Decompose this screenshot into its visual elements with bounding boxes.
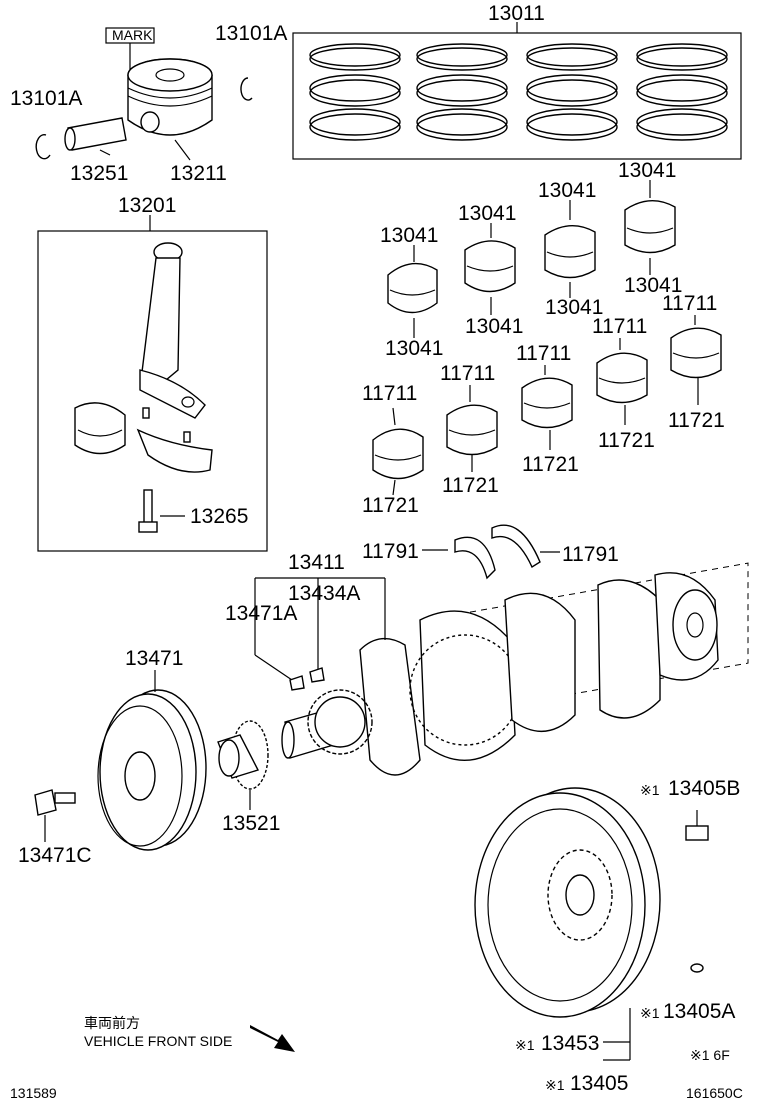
label-11791-right: 11791 xyxy=(562,543,619,566)
label-13521: 13521 xyxy=(222,812,280,835)
label-13434a: 13434A xyxy=(288,582,360,605)
label-11711-2: 11711 xyxy=(440,362,495,385)
crankshaft: 13411 13434A 13471A xyxy=(225,551,749,776)
ring-stack-3 xyxy=(526,43,618,141)
ref-note: ※1 6F xyxy=(690,1047,730,1063)
label-11791-left: 11791 xyxy=(362,540,419,563)
ref-mark-13453: ※1 xyxy=(515,1037,535,1053)
label-13405a: 13405A xyxy=(663,1000,735,1023)
label-13041-7: 13041 xyxy=(618,159,676,182)
label-mark: MARK xyxy=(112,27,153,43)
front-label-jp: 車両前方 xyxy=(84,1015,140,1031)
label-13265: 13265 xyxy=(190,505,248,528)
label-13201: 13201 xyxy=(118,194,176,217)
ref-mark-13405a: ※1 xyxy=(640,1005,660,1021)
label-11721-3: 11721 xyxy=(522,453,579,476)
piston-ring-set: 13011 xyxy=(292,2,742,160)
flywheel-dowel xyxy=(690,963,704,973)
label-13101a-right: 13101A xyxy=(215,22,287,45)
label-13405: 13405 xyxy=(570,1072,628,1095)
rod-bolt xyxy=(143,489,153,526)
ring-stack-4 xyxy=(636,43,728,141)
label-11711-1: 11711 xyxy=(362,382,417,405)
front-arrow-icon xyxy=(250,1025,295,1052)
label-13471: 13471 xyxy=(125,647,183,670)
label-13041-6: 13041 xyxy=(545,296,603,319)
ring-stack-1 xyxy=(309,43,401,141)
label-13471c: 13471C xyxy=(18,844,92,867)
crank-pulley: 13471 13471C xyxy=(18,647,207,867)
label-11721-1: 11721 xyxy=(362,494,419,517)
label-13411: 13411 xyxy=(288,551,345,574)
thrust-washers: 11791 11791 xyxy=(362,524,619,580)
code-left: 131589 xyxy=(10,1085,57,1101)
label-11721-2: 11721 xyxy=(442,474,499,497)
label-13041-5: 13041 xyxy=(538,179,596,202)
ref-mark-13405b: ※1 xyxy=(640,782,660,798)
label-13041-3: 13041 xyxy=(458,202,516,225)
key-13434a xyxy=(309,667,325,683)
label-13041-8: 13041 xyxy=(624,274,682,297)
piston-assembly: MARK 13101A 13101A 13251 13211 xyxy=(10,22,287,185)
label-13041-2: 13041 xyxy=(385,337,443,360)
main-bearing-group: 11711 11721 11711 11721 11711 11721 1171… xyxy=(362,292,725,517)
label-11721-5: 11721 xyxy=(668,409,725,432)
footer: 車両前方 VEHICLE FRONT SIDE ※1 6F 131589 161… xyxy=(10,1015,743,1101)
label-13453: 13453 xyxy=(541,1032,599,1055)
label-13041-1: 13041 xyxy=(380,224,438,247)
flywheel: ※1 13405B ※1 13405A ※1 13453 ※1 13405 xyxy=(474,777,740,1095)
snap-ring-left xyxy=(35,134,51,160)
snap-ring-right xyxy=(240,77,253,101)
code-right: 161650C xyxy=(686,1085,743,1101)
front-label-en: VEHICLE FRONT SIDE xyxy=(84,1033,232,1049)
label-13471a: 13471A xyxy=(225,602,297,625)
crank-sprocket: 13521 xyxy=(217,720,280,835)
pulley-bolt xyxy=(34,789,57,816)
label-13251: 13251 xyxy=(70,162,128,185)
label-11711-5: 11711 xyxy=(662,292,717,315)
piston-pin xyxy=(67,117,127,151)
label-11721-4: 11721 xyxy=(598,429,655,452)
label-13405b: 13405B xyxy=(668,777,740,800)
connecting-rod-assembly: 13201 13265 xyxy=(37,194,268,552)
label-13011: 13011 xyxy=(488,2,545,25)
key-13471a xyxy=(289,675,305,691)
ref-mark-13405: ※1 xyxy=(545,1077,565,1093)
bearing-13041-group: 13041 13041 13041 13041 13041 13041 1304… xyxy=(380,159,682,360)
label-13101a-left: 13101A xyxy=(10,87,82,110)
label-13041-4: 13041 xyxy=(465,315,523,338)
flywheel-bolt xyxy=(685,825,709,841)
ring-stack-2 xyxy=(416,43,508,141)
label-11711-3: 11711 xyxy=(516,342,571,365)
label-13211: 13211 xyxy=(170,162,227,185)
label-11711-4: 11711 xyxy=(592,315,647,338)
